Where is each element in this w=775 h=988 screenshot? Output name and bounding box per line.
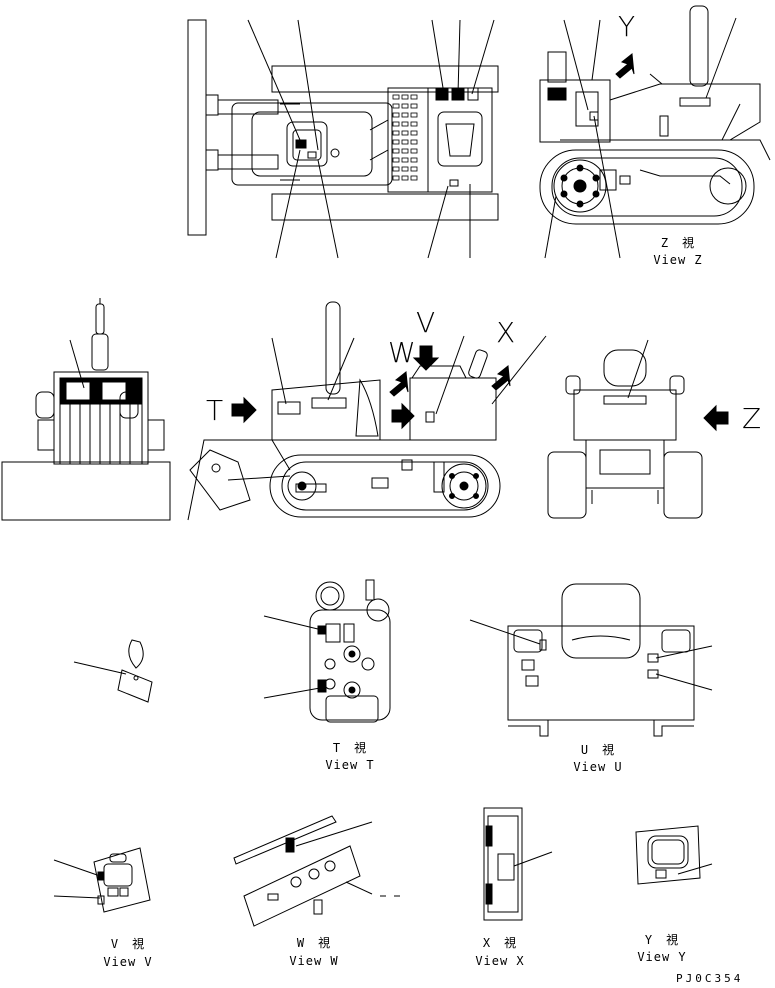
arrow-to-engine-icon	[391, 402, 415, 430]
view-t-leader-lower	[263, 687, 321, 699]
letter-z: Z	[742, 402, 762, 435]
view-y-caption-jp: Y 視	[644, 933, 680, 947]
view-z-leader-lines	[544, 17, 741, 259]
view-x-detail	[483, 807, 523, 921]
arrow-x-icon	[491, 365, 511, 391]
side-view-leader-lines	[271, 335, 547, 415]
top-view-leader-lines	[247, 19, 495, 259]
rear-view-leader	[627, 339, 649, 399]
arrow-y-icon	[615, 53, 635, 79]
view-v-caption-jp: V 視	[110, 937, 146, 951]
view-x-caption: View X	[475, 954, 525, 968]
view-z-side-elevation	[539, 5, 771, 225]
view-y-caption: View Y	[637, 950, 687, 964]
front-view	[1, 298, 171, 521]
arrow-z-icon	[703, 404, 729, 432]
view-u-caption-jp: U 視	[580, 743, 616, 757]
view-u-leader-left	[469, 619, 541, 645]
letter-v: V	[416, 306, 436, 339]
view-u-leader-right-1	[655, 645, 713, 659]
arrow-t-icon	[231, 396, 257, 424]
rear-view	[547, 349, 703, 519]
top-plan-view	[187, 19, 499, 236]
view-t-caption: View T	[325, 758, 375, 772]
view-v-leader-2	[53, 895, 101, 899]
view-t-leader-upper	[263, 615, 323, 631]
arrow-v-icon	[412, 345, 440, 371]
view-u-leader-right-2	[655, 673, 713, 691]
view-t-caption-jp: T 視	[332, 741, 368, 755]
letter-w: W	[388, 336, 416, 369]
letter-y: Y	[618, 10, 636, 43]
view-y-detail	[635, 825, 701, 885]
view-w-leader-2	[345, 881, 373, 895]
view-x-leader	[513, 851, 553, 867]
view-y-leader	[677, 863, 713, 875]
view-u-caption: View U	[573, 760, 623, 774]
view-v-leader-1	[53, 859, 101, 877]
view-u-platform	[507, 583, 695, 737]
front-view-leader	[69, 339, 85, 389]
letter-x: X	[496, 316, 516, 349]
tag-label-detail	[73, 639, 153, 703]
view-z-caption-jp: Z 視	[660, 236, 696, 250]
letter-t: T	[206, 394, 224, 427]
view-w-detail	[233, 815, 361, 927]
left-side-elevation	[187, 301, 501, 521]
view-w-caption-jp: W 視	[296, 936, 332, 950]
view-z-caption: View Z	[653, 253, 703, 267]
view-t-engine	[309, 579, 391, 723]
view-w-leader-1	[295, 821, 373, 847]
arrow-w-icon	[389, 371, 409, 397]
view-x-caption-jp: X 視	[482, 936, 518, 950]
view-v-caption: View V	[103, 955, 153, 969]
view-w-caption: View W	[289, 954, 339, 968]
drawing-code: PJ0C354	[676, 972, 744, 985]
view-v-detail	[93, 847, 151, 913]
